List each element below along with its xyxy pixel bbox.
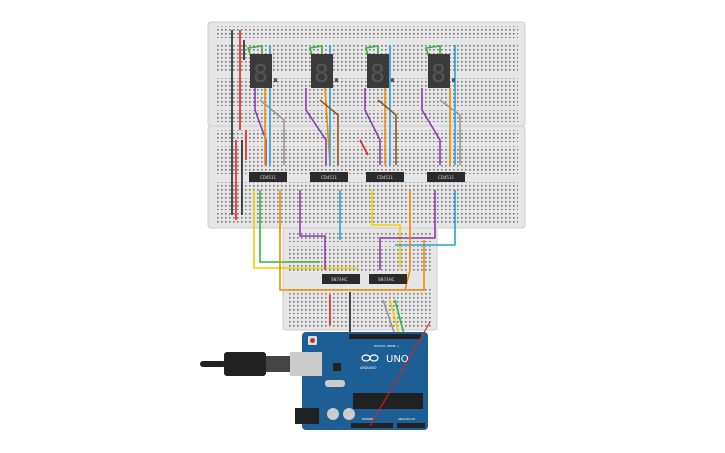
wire-purple[interactable] <box>254 88 267 165</box>
wire-purple[interactable] <box>299 190 326 270</box>
wire-green[interactable] <box>394 299 406 339</box>
power-header[interactable] <box>351 423 393 428</box>
chip-label: SN74HC <box>378 277 395 282</box>
chip-label: SN74HC <box>331 277 348 282</box>
brand-label: ARDUINO <box>360 366 377 370</box>
shift-register-chip[interactable]: SN74HC <box>369 274 407 284</box>
wire-gray[interactable] <box>439 99 461 165</box>
wire-orange[interactable] <box>324 87 331 166</box>
arduino-logo-icon <box>361 354 379 362</box>
wire-purple[interactable] <box>379 190 436 270</box>
wire-green[interactable] <box>259 190 320 263</box>
wire-purple[interactable] <box>421 88 441 165</box>
chip-label: CD4511 <box>438 175 455 180</box>
display-digit: 8. <box>431 59 461 88</box>
shift-register-chip[interactable]: SN74HC <box>322 274 360 284</box>
analog-label: ANALOG IN <box>398 417 415 421</box>
wire-brown[interactable] <box>319 99 339 165</box>
display-digit: 8. <box>253 59 283 88</box>
wire-red-power[interactable] <box>369 321 431 427</box>
arduino-uno[interactable]: UNO ARDUINO DIGITAL (PWM~) POWER ANALOG … <box>292 332 428 430</box>
display-digit: 8. <box>370 59 400 88</box>
wire-yellow[interactable] <box>253 190 358 269</box>
digital-header[interactable] <box>349 334 421 339</box>
wire-yellow[interactable] <box>389 299 401 339</box>
chip-label: CD4511 <box>377 175 394 180</box>
atmega-chip <box>353 393 423 409</box>
decoder-chip[interactable]: CD4511 <box>310 172 348 182</box>
seven-segment-display[interactable]: 8. <box>250 54 283 88</box>
decoder-chip[interactable]: CD4511 <box>366 172 404 182</box>
seven-segment-display[interactable]: 8. <box>428 54 461 88</box>
analog-header[interactable] <box>397 423 425 428</box>
decoder-chip[interactable]: CD4511 <box>427 172 465 182</box>
chip-label: CD4511 <box>260 175 277 180</box>
uno-label: UNO <box>386 354 409 365</box>
seven-segment-display[interactable]: 8. <box>311 54 344 88</box>
wire-purple[interactable] <box>305 88 327 165</box>
chip-label: CD4511 <box>321 175 338 180</box>
wire-gray[interactable] <box>382 299 397 339</box>
wire-orange[interactable] <box>279 190 425 291</box>
wire-yellow[interactable] <box>371 190 401 268</box>
digital-label: DIGITAL (PWM~) <box>374 344 399 348</box>
seven-segment-display[interactable]: 8. <box>367 54 400 88</box>
wire-brown[interactable] <box>377 99 397 165</box>
power-label: POWER <box>362 417 373 421</box>
wire-purple[interactable] <box>364 88 381 165</box>
decoder-chip[interactable]: CD4511 <box>249 172 287 182</box>
wire-gray[interactable] <box>259 99 285 165</box>
wire-red[interactable] <box>359 139 369 156</box>
display-digit: 8. <box>314 59 344 88</box>
wire-blue[interactable] <box>395 190 456 246</box>
